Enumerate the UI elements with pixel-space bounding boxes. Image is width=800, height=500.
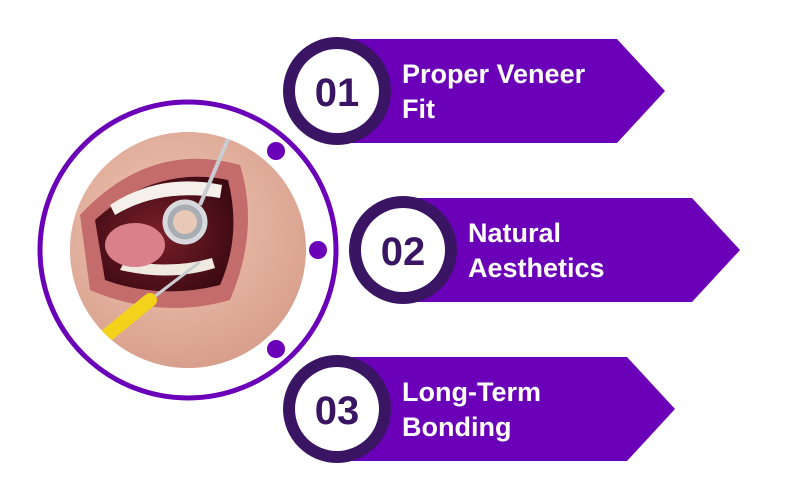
arrow-banner — [337, 39, 665, 143]
badge-number: 02 — [381, 230, 426, 274]
badge-inner-circle — [361, 208, 445, 292]
benefit-label-line1: Long-Term — [402, 377, 541, 407]
photo-circle — [37, 99, 339, 401]
benefit-label-line1: Natural — [468, 218, 561, 248]
benefit-label-line2: Aesthetics — [468, 253, 605, 283]
badge-number: 03 — [315, 389, 360, 433]
benefit-label-line2: Fit — [402, 94, 435, 124]
arrow-banner — [337, 357, 675, 461]
benefit-label-line1: Proper Veneer — [402, 59, 586, 89]
badge-inner-circle — [295, 49, 379, 133]
badge-inner-circle — [295, 367, 379, 451]
connector-dots — [267, 142, 327, 358]
benefit-label-line2: Bonding — [402, 412, 511, 442]
arrow-banner — [403, 198, 740, 302]
badge-number: 01 — [315, 71, 360, 115]
